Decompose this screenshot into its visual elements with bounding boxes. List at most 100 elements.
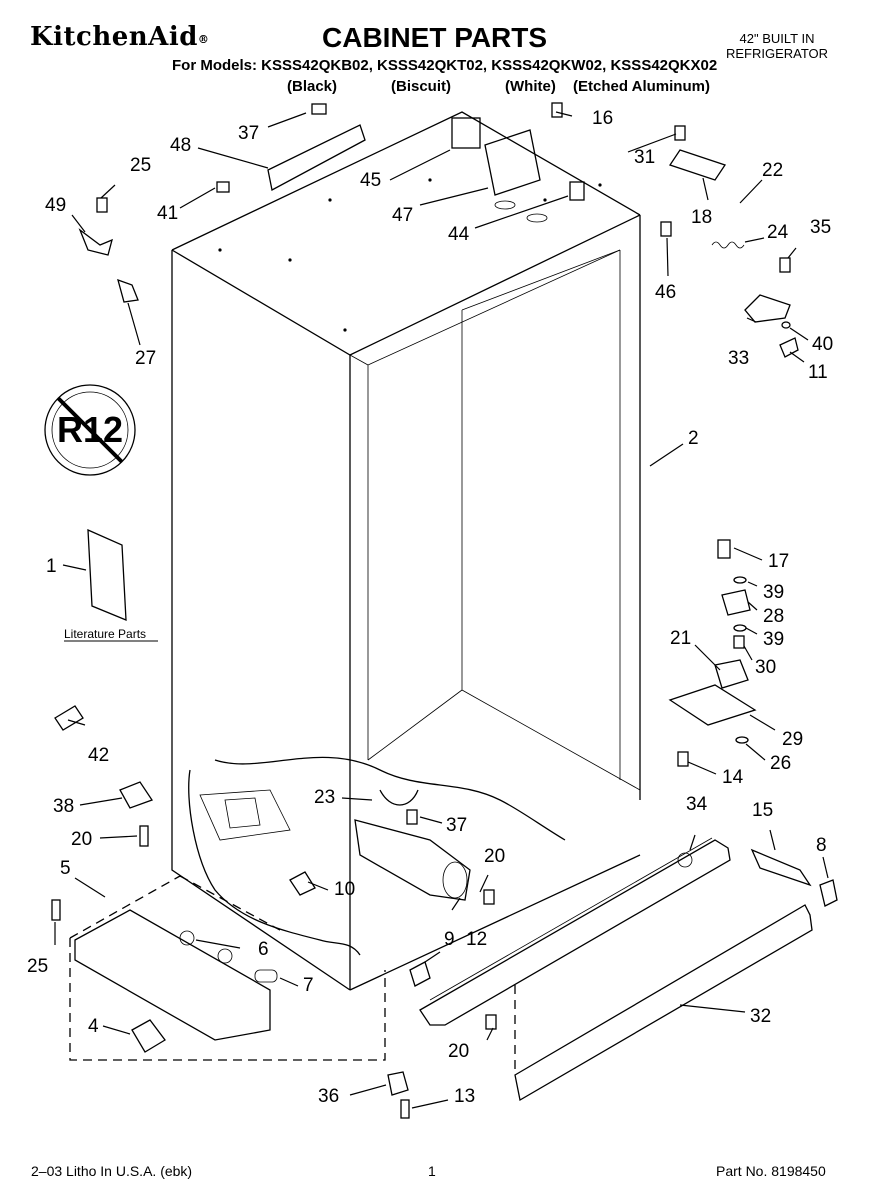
callout-26: 26 bbox=[770, 753, 791, 774]
callout-2: 2 bbox=[688, 428, 699, 449]
bracket-33 bbox=[744, 294, 791, 323]
callout-6: 6 bbox=[258, 939, 269, 960]
cam-11 bbox=[779, 337, 799, 358]
callout-13: 13 bbox=[454, 1086, 475, 1107]
callout-4: 4 bbox=[88, 1016, 99, 1037]
clip-10 bbox=[289, 871, 316, 896]
machine-compartment-cutaway bbox=[188, 756, 566, 956]
callout-9: 9 bbox=[444, 929, 455, 950]
callout-11: 11 bbox=[808, 362, 828, 383]
footer-part-number: Part No. 8198450 bbox=[716, 1163, 826, 1179]
clip-23 bbox=[379, 789, 419, 806]
clip-9 bbox=[409, 961, 431, 987]
callout-numbers: 37 48 25 49 41 45 47 44 16 31 18 22 24 3… bbox=[27, 108, 833, 1107]
callout-20c: 20 bbox=[448, 1041, 469, 1062]
callout-48: 48 bbox=[170, 135, 191, 156]
finish-black: (Black) bbox=[287, 78, 338, 95]
callout-41: 41 bbox=[157, 203, 178, 224]
knob-8 bbox=[819, 879, 838, 907]
callout-25b: 25 bbox=[27, 956, 48, 977]
callout-39b: 39 bbox=[763, 629, 784, 650]
damper-15 bbox=[750, 848, 812, 887]
callout-15: 15 bbox=[752, 800, 773, 821]
relay-45 bbox=[451, 117, 481, 149]
gasket-7 bbox=[254, 969, 278, 983]
callout-38: 38 bbox=[53, 796, 74, 817]
clip-4 bbox=[131, 1019, 166, 1053]
callout-10: 10 bbox=[334, 879, 355, 900]
callout-14: 14 bbox=[722, 767, 744, 788]
callout-39a: 39 bbox=[763, 582, 784, 603]
callout-34: 34 bbox=[686, 794, 708, 815]
callout-49: 49 bbox=[45, 195, 66, 216]
top-rail-48 bbox=[267, 124, 366, 191]
clamp-49 bbox=[78, 228, 113, 256]
page-title: CABINET PARTS bbox=[322, 22, 548, 53]
brand-name: KitchenAid bbox=[30, 22, 198, 52]
base-rail-5 bbox=[74, 909, 271, 1041]
callout-7: 7 bbox=[303, 975, 314, 996]
top-hinge-18 bbox=[668, 149, 727, 181]
bracket-44 bbox=[569, 181, 585, 201]
condenser-tube-12 bbox=[354, 819, 471, 901]
door-hinge-assembly bbox=[668, 576, 757, 744]
toe-grille-34 bbox=[419, 839, 731, 1026]
product-line-1: 42" BUILT IN bbox=[739, 31, 815, 46]
finish-biscuit: (Biscuit) bbox=[391, 78, 451, 95]
callout-45: 45 bbox=[360, 170, 381, 191]
model-list: For Models: KSSS42QKB02, KSSS42QKT02, KS… bbox=[172, 57, 718, 74]
callout-12: 12 bbox=[466, 929, 487, 950]
base-rail-5-outline bbox=[69, 875, 386, 1061]
product-description: 42" BUILT IN REFRIGERATOR bbox=[722, 31, 832, 61]
callout-22: 22 bbox=[762, 160, 783, 181]
callout-21: 21 bbox=[670, 628, 691, 649]
spring-24 bbox=[711, 241, 745, 249]
callout-23: 23 bbox=[314, 787, 335, 808]
footer-page-number: 1 bbox=[428, 1163, 436, 1179]
registered-mark: ® bbox=[197, 33, 210, 46]
cabinet-shell bbox=[171, 111, 641, 991]
callout-18: 18 bbox=[691, 207, 712, 228]
callout-1: 1 bbox=[46, 556, 57, 577]
callout-20a: 20 bbox=[71, 829, 92, 850]
product-line-2: REFRIGERATOR bbox=[725, 46, 829, 61]
bracket-47 bbox=[484, 129, 541, 196]
callout-28: 28 bbox=[763, 606, 784, 627]
callout-24: 24 bbox=[767, 222, 789, 243]
callout-37a: 37 bbox=[238, 123, 259, 144]
callout-35: 35 bbox=[810, 217, 831, 238]
clip-27 bbox=[117, 278, 139, 303]
literature-booklet bbox=[87, 528, 127, 621]
compressor-assembly bbox=[199, 789, 291, 841]
literature-parts-label: Literature Parts bbox=[64, 627, 147, 641]
callout-36: 36 bbox=[318, 1086, 339, 1107]
callout-40: 40 bbox=[812, 334, 833, 355]
callout-20b: 20 bbox=[484, 846, 505, 867]
screws bbox=[51, 102, 791, 1119]
callout-25a: 25 bbox=[130, 155, 151, 176]
callout-44: 44 bbox=[448, 224, 470, 245]
callout-42: 42 bbox=[88, 745, 109, 766]
grommet-6 bbox=[179, 930, 195, 946]
callout-30: 30 bbox=[755, 657, 776, 678]
footer-print-info: 2–03 Litho In U.S.A. (ebk) bbox=[31, 1163, 193, 1179]
callout-17: 17 bbox=[768, 551, 789, 572]
callout-27: 27 bbox=[135, 348, 156, 369]
callout-29: 29 bbox=[782, 729, 803, 750]
callout-5: 5 bbox=[60, 858, 71, 879]
callout-33: 33 bbox=[728, 348, 749, 369]
no-r12-symbol: R12 bbox=[44, 384, 136, 476]
leader-lines bbox=[54, 111, 829, 1109]
callout-16: 16 bbox=[592, 108, 613, 129]
callout-32: 32 bbox=[750, 1006, 771, 1027]
finish-white: (White) bbox=[505, 78, 556, 95]
clip-36 bbox=[387, 1071, 409, 1096]
callout-46: 46 bbox=[655, 282, 676, 303]
brand-logo: KitchenAid® bbox=[30, 22, 209, 52]
callout-8: 8 bbox=[816, 835, 827, 856]
callout-31: 31 bbox=[634, 147, 655, 168]
callout-47: 47 bbox=[392, 205, 413, 226]
callout-37b: 37 bbox=[446, 815, 467, 836]
kickplate-32 bbox=[514, 904, 813, 1102]
